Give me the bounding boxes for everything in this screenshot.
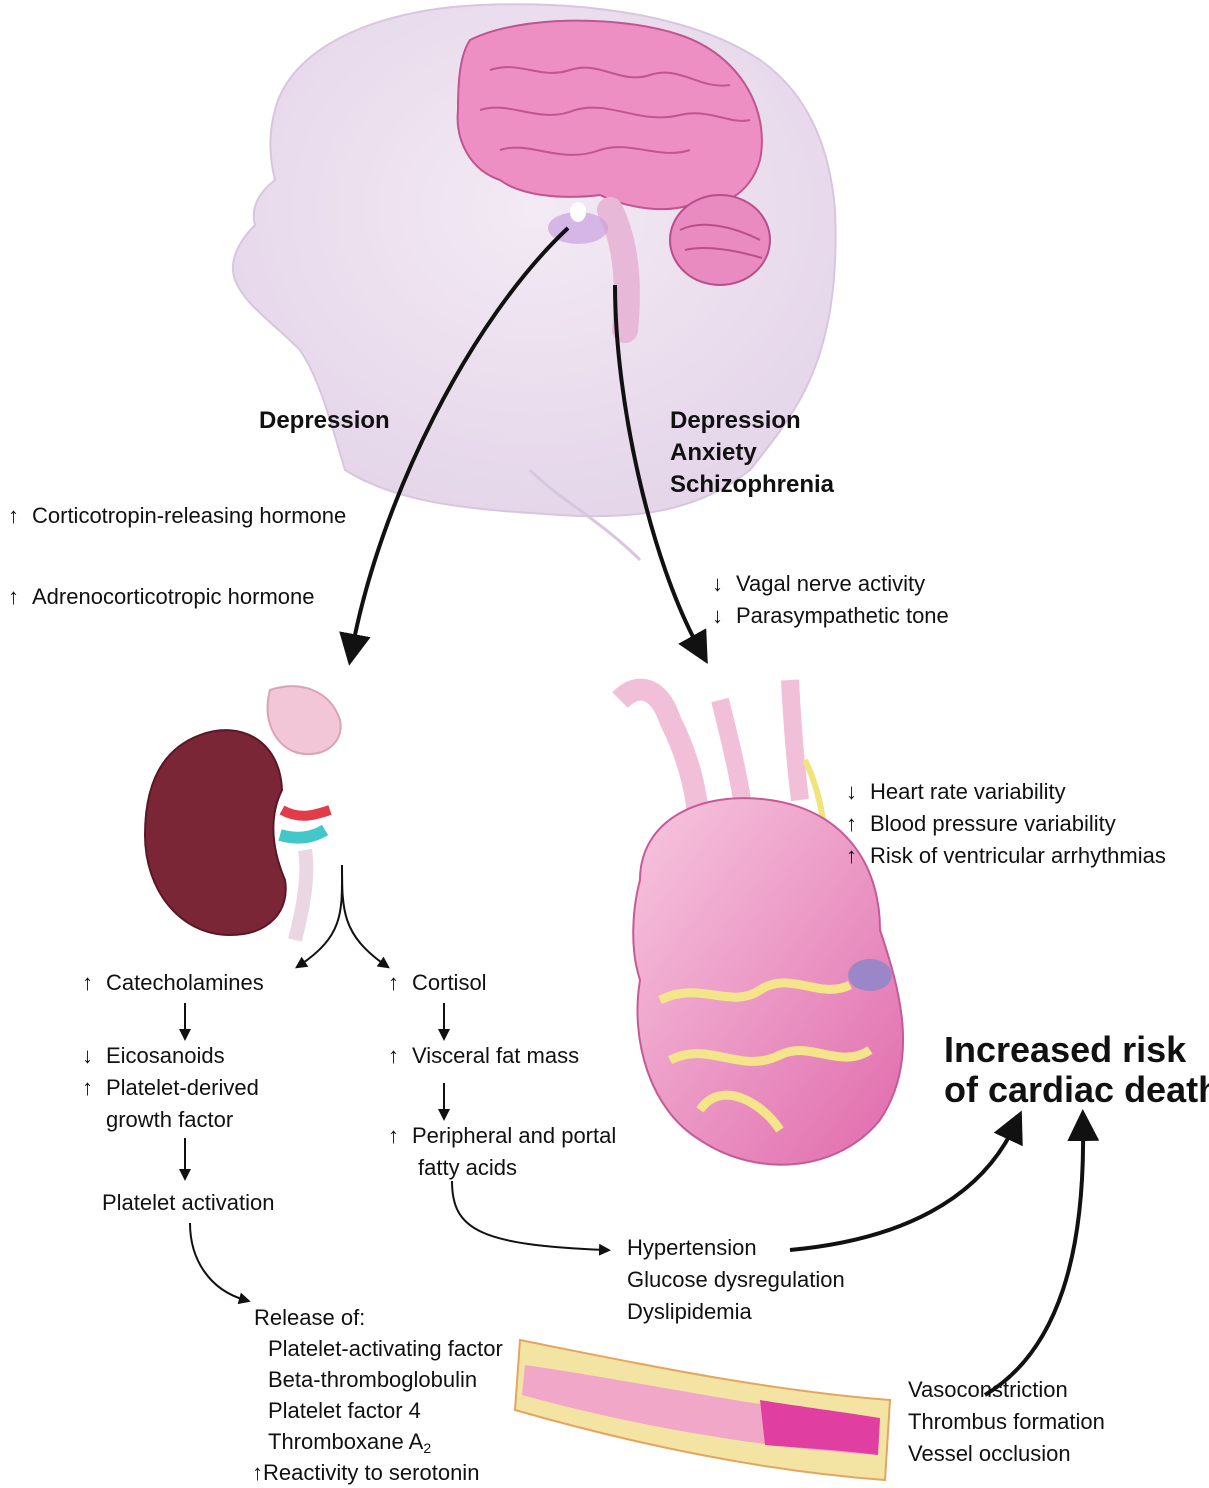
vessel-illustration (515, 1340, 890, 1480)
occlusion-label: Vessel occlusion (908, 1438, 1071, 1469)
platelet-activation-label: Platelet activation (102, 1187, 274, 1218)
parasympathetic-label: ↓Parasympathetic tone (712, 600, 949, 631)
crh-label: ↑Corticotropin-releasing hormone (8, 500, 346, 531)
platelet-factor-label: Platelet factor 4 (268, 1395, 421, 1426)
acth-label: ↑Adrenocorticotropic hormone (8, 581, 314, 612)
thromboxane-label: Thromboxane A2 (268, 1426, 431, 1457)
bpv-label: ↑Blood pressure variability (846, 808, 1116, 839)
vagal-activity-label: ↓Vagal nerve activity (712, 568, 925, 599)
catecholamines-label: ↑Catecholamines (82, 967, 264, 998)
outcome-label-line1: Increased risk (944, 1030, 1186, 1070)
anxiety-label: Anxiety (670, 437, 757, 469)
eicosanoids-label: ↓Eicosanoids (82, 1040, 225, 1071)
dyslipidemia-label: Dyslipidemia (627, 1296, 752, 1327)
beta-thromboglobulin-label: Beta-thromboglobulin (268, 1364, 477, 1395)
visceral-fat-label: ↑Visceral fat mass (388, 1040, 579, 1071)
arrhythmia-label: ↑Risk of ventricular arrhythmias (846, 840, 1166, 871)
serotonin-label: ↑Reactivity to serotonin (252, 1457, 479, 1488)
depression-label-left: Depression (259, 405, 390, 437)
schizophrenia-label: Schizophrenia (670, 469, 834, 501)
glucose-label: Glucose dysregulation (627, 1264, 845, 1295)
fatty-acids-label-cont: fatty acids (418, 1152, 517, 1183)
outcome-label-line2: of cardiac death (944, 1070, 1209, 1110)
pdgf-label-cont: growth factor (106, 1104, 233, 1135)
cortisol-label: ↑Cortisol (388, 967, 487, 998)
hypertension-label: Hypertension (627, 1232, 757, 1263)
thrombus-label: Thrombus formation (908, 1406, 1105, 1437)
paf-label: Platelet-activating factor (268, 1333, 503, 1364)
release-of-label: Release of: (254, 1302, 365, 1333)
adrenal-kidney-illustration (145, 686, 341, 940)
pdgf-label: ↑Platelet-derived (82, 1072, 259, 1103)
hrv-label: ↓Heart rate variability (846, 776, 1066, 807)
depression-label-right: Depression (670, 405, 801, 437)
heart-illustration (620, 680, 903, 1165)
fatty-acids-label: ↑Peripheral and portal (388, 1120, 616, 1151)
vasoconstriction-label: Vasoconstriction (908, 1374, 1068, 1405)
